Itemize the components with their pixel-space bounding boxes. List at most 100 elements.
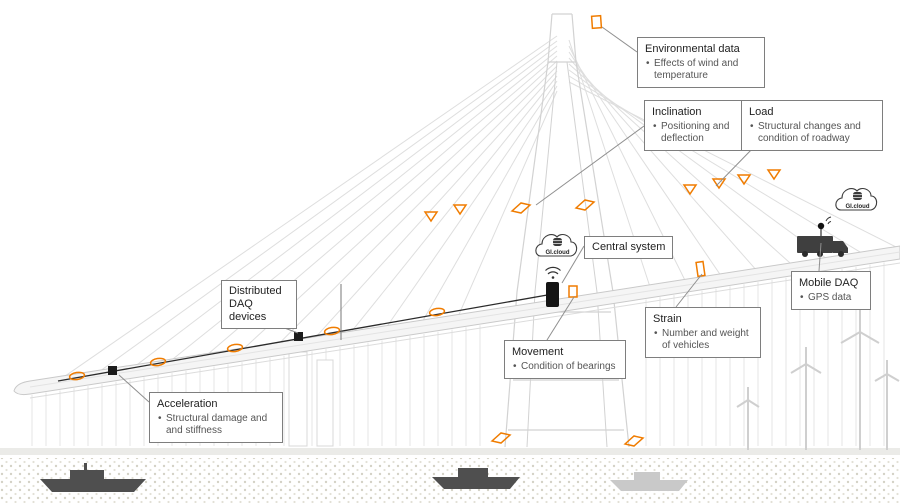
leader-central [561,245,585,284]
database-icon [553,238,562,246]
truck-wheel [802,251,808,257]
cloud-label: GI.cloud [846,204,870,210]
bridge-tower [504,13,630,448]
sensor-acceleration-icon [428,307,446,317]
callout-environmental-data: Environmental data Effects of wind and t… [637,37,765,88]
cloud-label: GI.cloud [546,250,570,256]
tower-inner-right [566,61,608,448]
sensors [68,14,782,447]
mobile-cloud: GI.cloud [835,187,878,211]
leader-environmental [601,26,638,53]
leader-lines [118,26,822,403]
sensor-acceleration-icon [226,343,244,353]
callout-acceleration: Acceleration Structural damage and and s… [149,392,283,443]
sensor-strain-icon [695,260,706,278]
callout-distributed-daq: Distributed DAQ devices [221,280,297,329]
pier-block [288,351,308,447]
sensor-base-icon [490,432,512,444]
art-line [385,80,558,329]
sensor-movement-icon [568,285,578,298]
callout-bullet: GPS data [799,292,863,304]
art-line [457,90,558,317]
callout-title: Strain [653,313,682,325]
wind-turbine [790,347,822,450]
art-line [133,45,558,368]
tower-inner-left [526,61,558,448]
wifi-icon [825,216,832,225]
callout-movement: Movement Condition of bearings [504,340,626,379]
callout-title: Environmental data [645,43,740,55]
daq-device-icon [108,366,117,375]
sensor-acceleration-icon [149,357,167,367]
sensor-acceleration-icon [323,326,341,336]
callout-bullet: Condition of bearings [512,361,618,373]
callout-strain: Strain Number and weight of vehicles [645,307,761,358]
art-line [61,35,558,379]
stay-cables-left [61,35,558,379]
art-line [568,69,828,260]
data-bus-line [57,293,554,382]
leader-movement [546,296,575,341]
daq-device-icon [294,332,303,341]
deck-girder-line [29,262,900,399]
sensor-base-icon [623,435,645,447]
boat [40,463,146,492]
callout-load: Load Structural changes and condition of… [741,100,883,151]
art-line [568,75,864,255]
truck-box [797,236,833,253]
sensor-load-triangle-icon [423,211,439,223]
callout-title: Central system [592,241,666,253]
callout-inclination: Inclination Positioning and deflection [644,100,756,151]
mobile-daq-truck [797,216,848,257]
leader-strain [675,273,703,308]
antenna-ball-icon [817,222,825,230]
callout-title: Acceleration [157,398,218,410]
leader-mobile [818,242,822,272]
callout-bullet: Positioning and deflection [652,121,748,145]
sensor-environmental-icon [590,14,603,30]
sensor-inclination-icon [574,199,596,211]
pier-block [316,359,334,447]
sensor-load-triangle-icon [736,174,752,186]
central-daq-device [546,282,559,307]
central-cloud: GI.cloud [535,233,578,257]
boats [40,463,688,492]
callout-title: Movement [512,346,564,358]
wind-turbine [874,360,900,450]
tower-leg-left [504,13,553,448]
truck-cab [833,241,848,253]
wind-turbines [736,310,900,450]
art-line [277,65,558,345]
leader-acceleration [118,374,150,403]
callout-title: Mobile DAQ [799,277,859,289]
sensor-load-triangle-icon [682,184,698,196]
wind-turbine [736,387,760,450]
sensor-inclination-icon [510,202,532,214]
leader-load [715,145,756,187]
callout-bullet: Effects of wind and temperature [645,58,757,82]
under-deck-structures [288,351,334,447]
callout-title: Inclination [652,106,702,118]
wifi-icon [545,266,561,279]
callout-title: Distributed DAQ devices [229,285,282,323]
callout-mobile-daq: Mobile DAQ GPS data [791,271,871,310]
callout-bullet: Structural damage and and stiffness [157,413,275,437]
art-line [313,70,558,340]
callout-bullet: Structural changes and condition of road… [749,121,875,145]
leader-inclination [535,125,645,206]
callout-central-system: Central system [584,236,674,259]
art-line [568,81,899,249]
truck-wheel [838,251,844,257]
deck-lane-line [29,251,900,388]
sensor-load-triangle-icon [452,204,468,216]
database-icon [853,192,862,200]
sensor-acceleration-icon [68,371,86,381]
callout-title: Load [749,106,774,118]
water-band [0,448,900,455]
art-line [421,85,558,323]
wind-turbine [840,310,880,450]
ground [0,448,900,503]
boat [610,472,688,491]
